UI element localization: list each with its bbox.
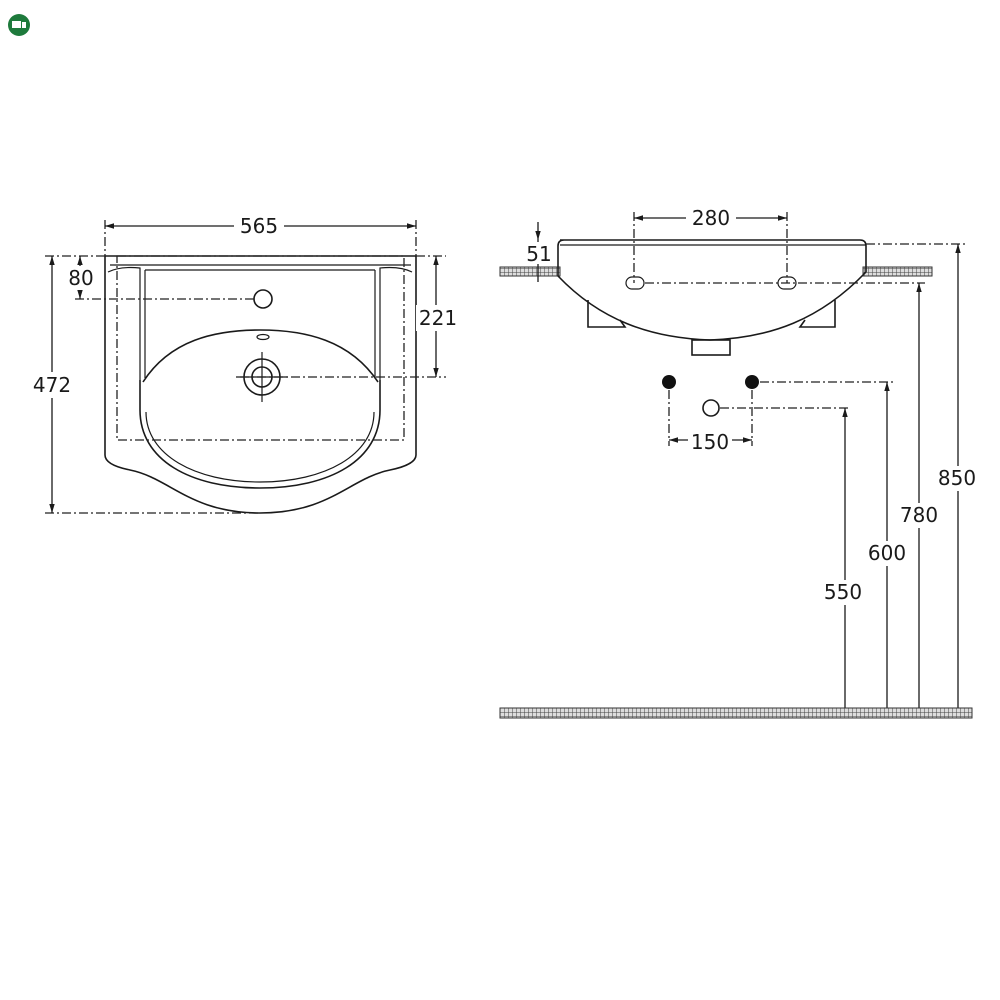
depth-dimension-label: 472 bbox=[33, 373, 71, 397]
tap-hole-offset-label: 80 bbox=[68, 266, 93, 290]
basin-side-view bbox=[499, 239, 933, 356]
countertop-left bbox=[499, 266, 561, 277]
supply-spacing-label: 150 bbox=[691, 430, 729, 454]
drain-height-label: 550 bbox=[824, 580, 862, 604]
side-view-dimensions: 280 51 150 550 600 780 850 bbox=[499, 206, 980, 719]
fixing-height-label: 780 bbox=[900, 503, 938, 527]
top-view-dimensions: 565 472 80 221 bbox=[28, 214, 460, 514]
supply-pipe-right-icon bbox=[745, 375, 759, 389]
rim-height-label: 51 bbox=[526, 242, 551, 266]
rim-total-height-label: 850 bbox=[938, 466, 976, 490]
basin-top-view bbox=[104, 255, 417, 514]
countertop-right bbox=[862, 266, 933, 277]
fixing-hole-left bbox=[625, 276, 645, 290]
tap-hole-icon bbox=[253, 289, 273, 309]
fixing-distance-label: 280 bbox=[692, 206, 730, 230]
supply-height-label: 600 bbox=[868, 541, 906, 565]
logo-badge-icon bbox=[8, 14, 30, 36]
overflow-icon bbox=[256, 333, 270, 341]
supply-pipe-left-icon bbox=[662, 375, 676, 389]
floor-line bbox=[499, 707, 973, 719]
width-dimension-label: 565 bbox=[240, 214, 278, 238]
waste-pipe-icon bbox=[702, 399, 720, 417]
drain-offset-label: 221 bbox=[419, 306, 457, 330]
